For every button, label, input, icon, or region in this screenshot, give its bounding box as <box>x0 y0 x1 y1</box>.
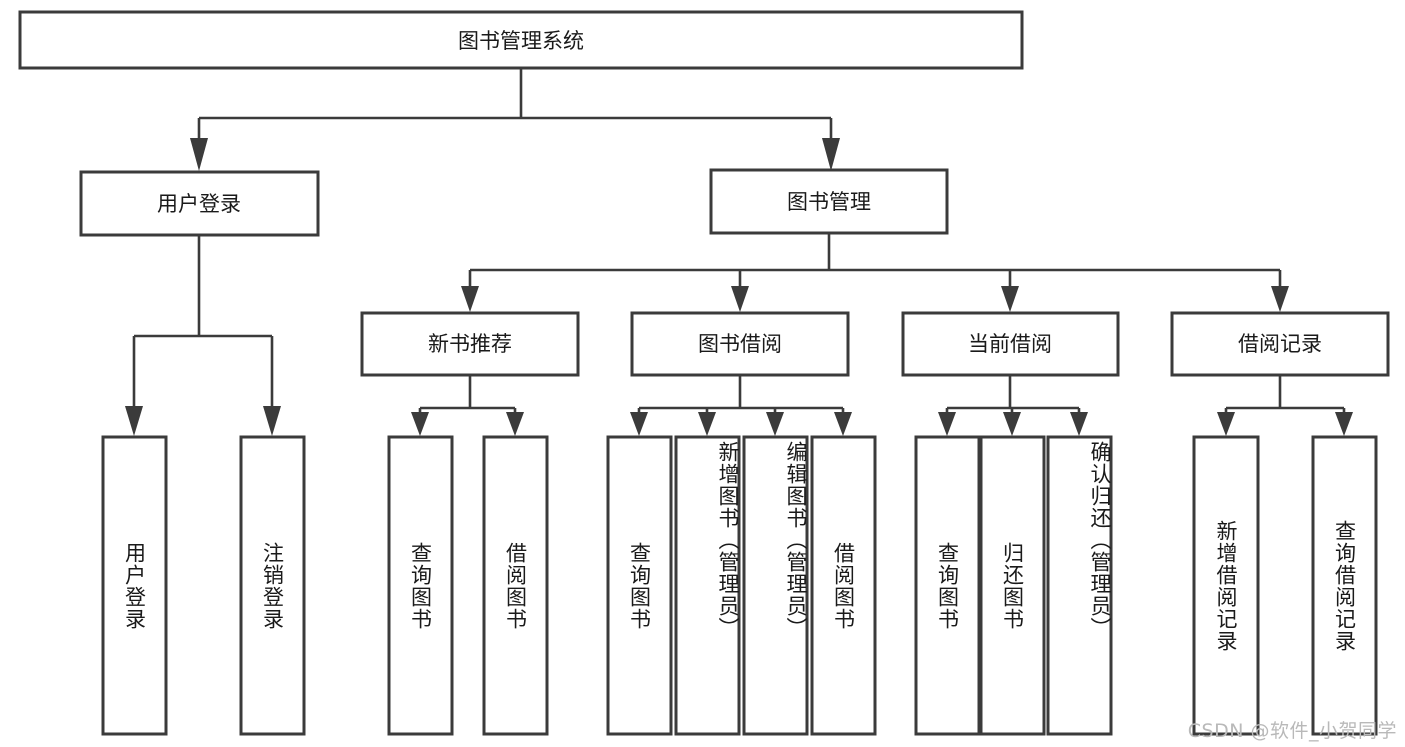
leaf-rect-newbook-query[interactable] <box>387 435 454 736</box>
leaf-rect-borrow-add[interactable] <box>674 435 741 736</box>
watermark-text: CSDN @软件_小贺同学 <box>1187 720 1397 742</box>
node-new-book-recommend-rect[interactable] <box>360 311 580 377</box>
leaf-rect-borrow-lend[interactable] <box>810 435 877 736</box>
arrow-to-borrow-record <box>1271 286 1289 312</box>
node-root-label: 图书管理系统 <box>458 29 584 53</box>
leaf-rect-record-query[interactable] <box>1311 435 1378 736</box>
arrow-to-borrow-leaf-2 <box>698 412 716 436</box>
arrow-to-current-leaf-1 <box>938 412 956 436</box>
leaf-rect-logout[interactable] <box>239 435 306 736</box>
leaf-rect-user-login[interactable] <box>101 435 168 736</box>
leaf-rect-current-confirm[interactable] <box>1046 435 1113 736</box>
leaf-rect-record-add[interactable] <box>1192 435 1260 736</box>
node-current-borrow[interactable]: 当前借阅 <box>901 311 1120 377</box>
node-root-rect[interactable] <box>18 10 1024 70</box>
arrow-to-newbook-leaf-2 <box>506 412 524 436</box>
connector-group <box>125 68 1353 436</box>
leaf-rect-newbook-borrow[interactable] <box>482 435 549 736</box>
arrow-to-book-borrow <box>731 286 749 312</box>
arrow-to-newbook-leaf-1 <box>411 412 429 436</box>
node-book-borrow[interactable]: 图书借阅 <box>630 311 850 377</box>
arrow-to-leaf-user-login <box>125 406 143 436</box>
node-book-borrow-label: 图书借阅 <box>698 332 782 356</box>
arrow-to-borrow-leaf-1 <box>630 412 648 436</box>
leaf-rect-borrow-query[interactable] <box>606 435 673 736</box>
node-book-borrow-rect[interactable] <box>630 311 850 377</box>
node-borrow-record-label: 借阅记录 <box>1238 332 1322 356</box>
arrow-to-current-leaf-2 <box>1003 412 1021 436</box>
node-user-login[interactable]: 用户登录 <box>79 170 320 237</box>
arrow-to-record-leaf-2 <box>1335 412 1353 436</box>
node-user-login-label: 用户登录 <box>157 192 241 216</box>
node-new-book-recommend-label: 新书推荐 <box>428 332 512 356</box>
leaf-rect-current-return[interactable] <box>979 435 1046 736</box>
node-book-manage-rect[interactable] <box>709 168 949 235</box>
arrow-to-current-borrow <box>1001 286 1019 312</box>
arrow-to-record-leaf-1 <box>1217 412 1235 436</box>
arrow-to-borrow-leaf-3 <box>766 412 784 436</box>
arrow-to-borrow-leaf-4 <box>834 412 852 436</box>
arrow-to-current-leaf-3 <box>1070 412 1088 436</box>
node-book-manage-label: 图书管理 <box>787 190 871 214</box>
node-borrow-record[interactable]: 借阅记录 <box>1170 311 1390 377</box>
node-new-book-recommend[interactable]: 新书推荐 <box>360 311 580 377</box>
leaf-rect-borrow-edit[interactable] <box>742 435 809 736</box>
arrow-to-book-manage <box>822 138 840 171</box>
arrow-to-user-login <box>190 138 208 171</box>
arrow-to-leaf-logout <box>263 406 281 436</box>
node-user-login-rect[interactable] <box>79 170 320 237</box>
node-current-borrow-label: 当前借阅 <box>968 332 1052 356</box>
node-current-borrow-rect[interactable] <box>901 311 1120 377</box>
leaf-rect-current-query[interactable] <box>914 435 981 736</box>
node-book-manage[interactable]: 图书管理 <box>709 168 949 235</box>
node-borrow-record-rect[interactable] <box>1170 311 1390 377</box>
node-root[interactable]: 图书管理系统 <box>18 10 1024 70</box>
arrow-to-new-book <box>461 286 479 312</box>
